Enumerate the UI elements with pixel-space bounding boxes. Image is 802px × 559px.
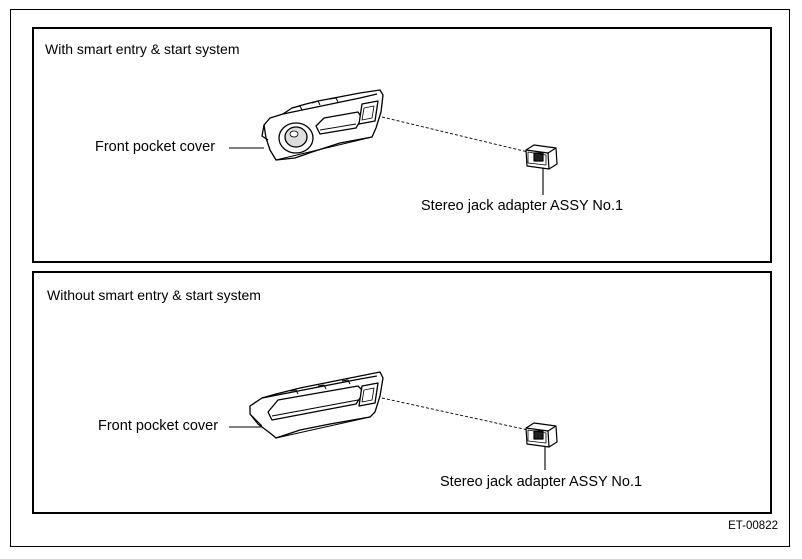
stereo-jack-adapter-icon [525, 422, 558, 448]
panel-title: Without smart entry & start system [47, 287, 261, 303]
front-pocket-cover-label: Front pocket cover [98, 418, 219, 434]
stereo-jack-adapter-label: Stereo jack adapter ASSY No.1 [421, 198, 624, 214]
panel-with-smart-entry: With smart entry & start system [32, 27, 772, 263]
front-pocket-cover-with-switch [261, 89, 384, 161]
panel-without-smart-entry: Without smart entry & start system [32, 271, 772, 514]
figure-frame [10, 9, 790, 547]
alignment-line [381, 397, 529, 431]
stereo-jack-adapter-label: Stereo jack adapter ASSY No.1 [440, 474, 643, 490]
panel-title: With smart entry & start system [45, 41, 240, 57]
stereo-jack-adapter-icon [525, 144, 558, 170]
figure-code: ET-00822 [728, 520, 778, 532]
front-pocket-cover [249, 371, 384, 439]
front-pocket-cover-label: Front pocket cover [95, 139, 216, 155]
alignment-line [381, 116, 529, 153]
